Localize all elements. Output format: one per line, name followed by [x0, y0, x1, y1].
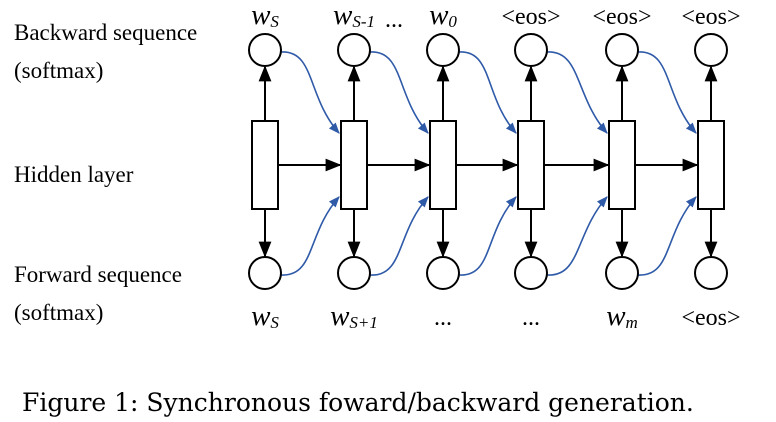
forward-output-node: [248, 256, 282, 290]
backward-output-node: [694, 33, 728, 67]
backward-output-node: [248, 33, 282, 67]
backward-token-labels: wS wS-1 w0 <eos> <eos> <eos>: [251, 0, 740, 31]
backward-softmax-label: (softmax): [14, 58, 103, 83]
forward-softmax-label: (softmax): [14, 300, 103, 325]
forward-token-label: ...: [434, 305, 452, 331]
hidden-unit: [608, 120, 636, 210]
backward-output-node: [426, 33, 460, 67]
forward-output-node: [694, 256, 728, 290]
top-ellipsis: ...: [385, 7, 403, 33]
backward-token-label: <eos>: [501, 4, 560, 30]
backward-token-label: wS: [251, 0, 279, 31]
forward-feedback-arrow: [546, 196, 608, 276]
forward-output-node: [337, 256, 371, 290]
backward-feedback-arrow: [546, 51, 608, 134]
hidden-unit: [340, 120, 368, 210]
network-nodes: [248, 33, 728, 290]
hidden-links: [258, 65, 718, 258]
hidden-layer-label: Hidden layer: [14, 162, 134, 187]
backward-output-node: [337, 33, 371, 67]
forward-feedback-arrow: [280, 196, 340, 276]
backward-feedback-arrow: [637, 51, 697, 134]
forward-token-labels: wS wS+1...... wm <eos>: [251, 300, 740, 332]
forward-output-node: [426, 256, 460, 290]
backward-output-node: [514, 33, 548, 67]
backward-token-label: w0: [429, 0, 457, 31]
hidden-unit: [697, 120, 725, 210]
backward-sequence-label: Backward sequence: [14, 20, 197, 45]
backward-token-label: <eos>: [681, 4, 740, 30]
forward-token-label: wS+1: [330, 300, 378, 332]
hidden-unit: [251, 120, 279, 210]
feedback-links: [280, 51, 697, 276]
backward-feedback-arrow: [369, 51, 429, 134]
backward-feedback-arrow: [280, 51, 340, 134]
forward-output-node: [514, 256, 548, 290]
forward-token-label: wm: [606, 300, 638, 332]
backward-feedback-arrow: [458, 51, 517, 134]
backward-token-label: <eos>: [592, 4, 651, 30]
backward-token-label: wS-1: [333, 0, 375, 31]
forward-feedback-arrow: [637, 196, 697, 276]
forward-feedback-arrow: [369, 196, 429, 276]
figure-caption: Figure 1: Synchronous foward/backward ge…: [22, 388, 694, 417]
forward-token-label: wS: [251, 300, 279, 332]
forward-token-label: <eos>: [681, 305, 740, 331]
hidden-unit: [429, 120, 457, 210]
forward-sequence-label: Forward sequence: [14, 262, 182, 287]
forward-token-label: ...: [522, 305, 540, 331]
hidden-unit: [517, 120, 545, 210]
backward-output-node: [605, 33, 639, 67]
forward-output-node: [605, 256, 639, 290]
forward-feedback-arrow: [458, 196, 517, 276]
